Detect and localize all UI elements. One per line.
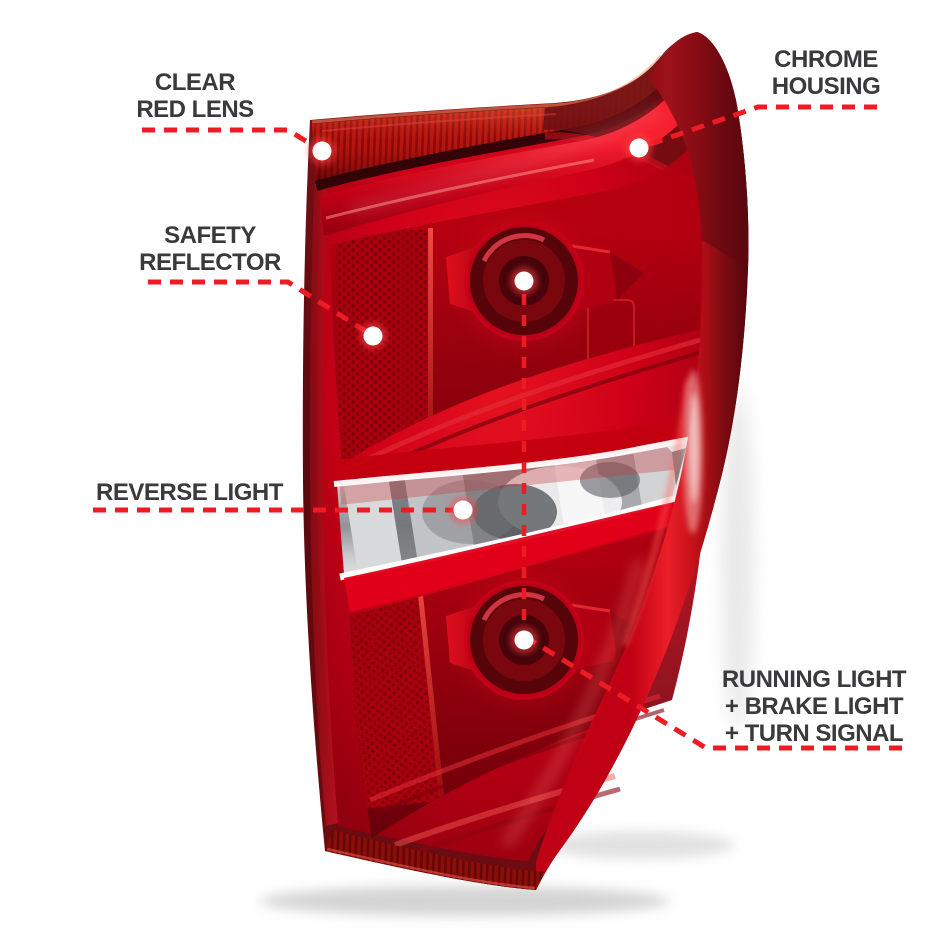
label-running-brake-turn-line1: RUNNING LIGHT: [721, 666, 907, 693]
leader-safety-reflector: [148, 279, 375, 339]
label-chrome-housing-line2: HOUSING: [771, 73, 881, 100]
leader-running-brake-turn: [522, 633, 902, 751]
label-safety-reflector-line2: REFLECTOR: [139, 249, 281, 276]
callout-dot-clear-red-lens: [308, 137, 336, 165]
label-reverse-light: REVERSE LIGHT: [96, 479, 396, 506]
ribbed-bottom-lens-band: [325, 830, 545, 890]
callout-leader-lines: [93, 104, 902, 751]
gloss-highlights: [321, 102, 664, 849]
label-chrome-housing-line1: CHROME: [774, 46, 878, 73]
label-clear-red-lens: CLEAR RED LENS: [85, 69, 305, 123]
side-wrap-band: [536, 32, 749, 890]
label-running-brake-turn-line3: + TURN SIGNAL: [724, 720, 904, 747]
callout-dot-chrome-housing: [625, 134, 653, 162]
callout-dot-upper-bulb: [510, 267, 538, 295]
leader-chrome-housing: [638, 104, 877, 151]
label-safety-reflector: SAFETY REFLECTOR: [100, 222, 320, 276]
callout-dot-running-brake-turn: [510, 626, 538, 654]
leader-clear-red-lens: [142, 127, 324, 154]
label-running-brake-turn-line2: + BRAKE LIGHT: [724, 693, 904, 720]
label-reverse-light-line1: REVERSE LIGHT: [96, 479, 283, 506]
label-clear-red-lens-line1: CLEAR: [154, 69, 236, 96]
label-clear-red-lens-line2: RED LENS: [136, 96, 254, 123]
red-strip-above-reverse: [334, 412, 706, 485]
drop-shadow: [260, 390, 754, 916]
label-safety-reflector-line1: SAFETY: [164, 222, 256, 249]
callout-dot-safety-reflector: [359, 322, 387, 350]
label-running-brake-turn: RUNNING LIGHT + BRAKE LIGHT + TURN SIGNA…: [704, 666, 924, 747]
callout-dots: [308, 134, 653, 654]
label-chrome-housing: CHROME HOUSING: [716, 46, 936, 100]
callout-dot-reverse-light: [449, 496, 477, 524]
